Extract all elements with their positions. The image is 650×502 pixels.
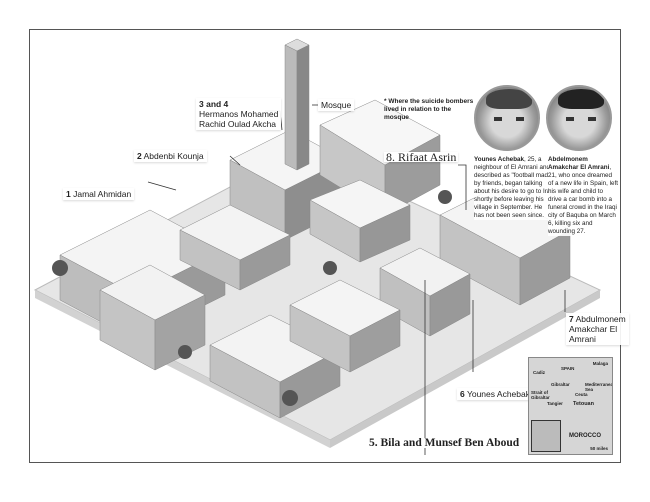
bio-name: Abdelmonem Amakchar El Amrani [548, 156, 610, 171]
label-name: Jamal Ahmidan [73, 189, 132, 199]
portrait-younes-achebak [474, 85, 540, 151]
label-8: 8. Rifaat Asrin [384, 150, 459, 164]
label-6: 6 Younes Achebak [457, 388, 533, 400]
bio-abdelmonem-el-amrani: Abdelmonem Amakchar El Amrani, 21, who o… [548, 156, 618, 236]
label-name: Younes Achebak [466, 389, 530, 399]
trees [52, 190, 452, 406]
label-name: Rachid Oulad Akcha [199, 119, 277, 129]
map-place: SPAIN [561, 366, 575, 371]
map-place: Mediterranean Sea [585, 382, 613, 392]
bio-text: , 21, who once dreamed of a new life in … [548, 164, 619, 235]
bio-text: , 25, a neighbour of El Amrani and descr… [474, 156, 554, 219]
label-name: Abdulmonem [575, 314, 626, 324]
legend-note: * Where the suicide bombers lived in rel… [384, 98, 474, 121]
map-place: Gibraltar [551, 382, 570, 387]
map-place: Tetouan [573, 401, 594, 407]
map-place: Ceuta [575, 392, 588, 397]
label-name: Abdenbi Kounja [143, 151, 204, 161]
label-5: 5. Bila and Munsef Ben Aboud [367, 437, 522, 449]
map-place: Strait of Gibraltar [531, 390, 550, 400]
label-name: Amrani [569, 334, 596, 344]
bio-younes-achebak: Younes Achebak, 25, a neighbour of El Am… [474, 156, 554, 220]
label-1: 1 Jamal Ahmidan [63, 188, 135, 200]
bio-name: Younes Achebak [474, 156, 525, 163]
label-number: 7 [569, 314, 574, 324]
label-name: Mosque [321, 100, 352, 110]
label-number: 2 [137, 151, 142, 161]
portrait-abdelmonem-el-amrani [546, 85, 612, 151]
label-number: 1 [66, 189, 71, 199]
label-number: 3 and 4 [199, 99, 229, 109]
label-number: 6 [460, 389, 465, 399]
map-place: Tangier [547, 401, 563, 406]
label-mosque: Mosque [318, 99, 355, 111]
label-2: 2 Abdenbi Kounja [134, 150, 207, 162]
map-place: Malaga [592, 361, 608, 366]
locator-map: Malaga Cadiz SPAIN Gibraltar Mediterrane… [528, 357, 613, 455]
label-name: Hermanos Mohamed [199, 109, 279, 119]
map-scale: 50 miles [590, 446, 608, 451]
label-name: Amakchar El [569, 324, 618, 334]
europe-inset-map [531, 420, 561, 452]
buildings [59, 38, 571, 419]
map-place: Cadiz [533, 370, 546, 375]
map-place: MOROCCO [569, 433, 601, 439]
